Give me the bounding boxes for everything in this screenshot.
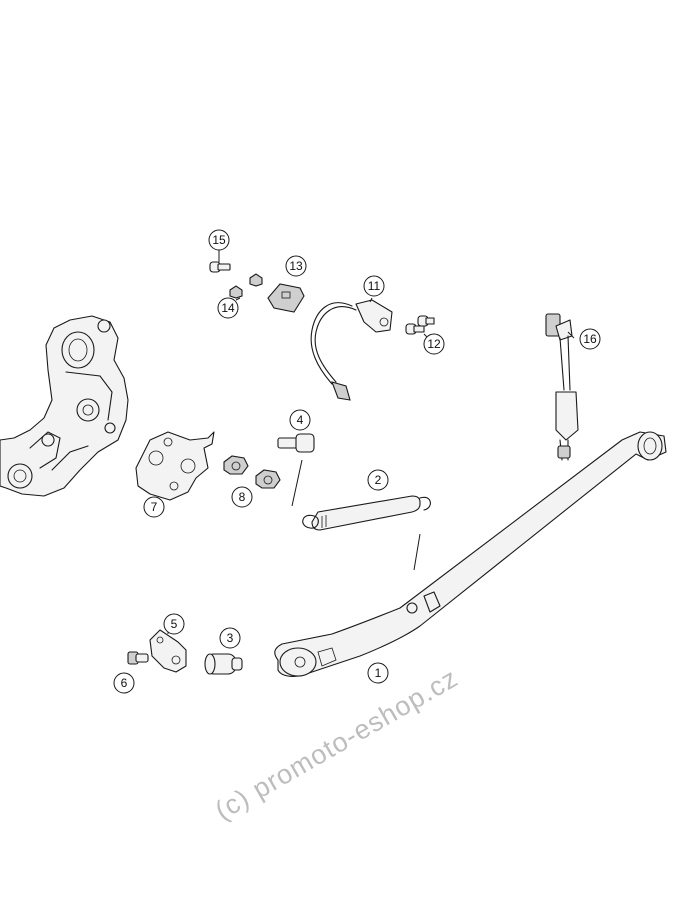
switch-part-13: [267, 283, 305, 313]
callout-label: 12: [427, 337, 441, 351]
callout-11: 11: [363, 275, 385, 297]
bolt-part-6: [127, 651, 149, 665]
side-stand-part-1: [274, 431, 667, 677]
screw-part-15: [209, 261, 231, 273]
spring-part-2: [302, 495, 431, 571]
nut-part-8: [223, 455, 281, 489]
callout-8: 8: [231, 486, 253, 508]
switch-bracket-part-5: [149, 629, 187, 673]
callout-label: 3: [227, 631, 234, 645]
callout-label: 15: [212, 233, 226, 247]
callout-label: 1: [375, 666, 382, 680]
callout-label: 8: [239, 490, 246, 504]
callout-label: 4: [297, 413, 304, 427]
callout-label: 13: [289, 259, 303, 273]
callout-5: 5: [163, 613, 185, 635]
callout-label: 7: [151, 500, 158, 514]
callout-label: 2: [375, 473, 382, 487]
callout-label: 5: [171, 617, 178, 631]
callout-label: 6: [121, 676, 128, 690]
sensor-part-11: [310, 299, 393, 401]
callout-4: 4: [289, 409, 311, 431]
callout-6: 6: [113, 672, 135, 694]
screw-part-12: [405, 315, 435, 335]
frame-bracket-part: [0, 315, 129, 497]
bushing-part-3: [204, 653, 243, 675]
cable-part-16: [545, 313, 579, 461]
callout-7: 7: [143, 496, 165, 518]
callout-2: 2: [367, 469, 389, 491]
callout-1: 1: [367, 662, 389, 684]
callout-12: 12: [423, 333, 445, 355]
callout-label: 14: [221, 301, 235, 315]
callout-label: 11: [368, 279, 381, 293]
callout-15: 15: [208, 229, 230, 251]
pin-part-4: [277, 433, 315, 507]
callout-label: 16: [583, 332, 597, 346]
callout-16: 16: [579, 328, 601, 350]
mounting-plate-part-7: [135, 431, 215, 501]
callout-13: 13: [285, 255, 307, 277]
callout-3: 3: [219, 627, 241, 649]
nut-part-14: [229, 273, 263, 299]
callout-14: 14: [217, 297, 239, 319]
